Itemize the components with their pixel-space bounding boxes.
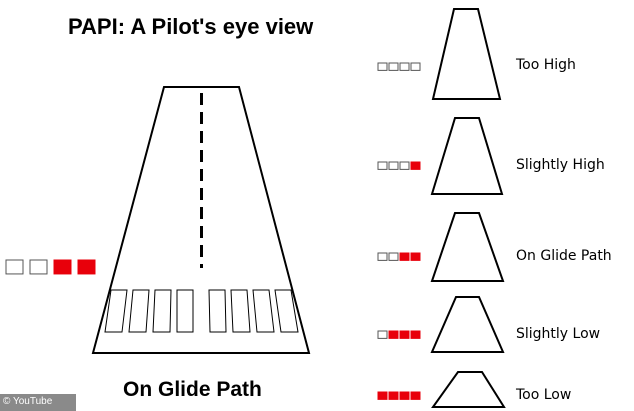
- threshold-bar: [230, 289, 251, 333]
- state-2-papi-light-2: [388, 161, 399, 170]
- state-3-papi-light-2: [388, 252, 399, 261]
- diagram-title: PAPI: A Pilot's eye view: [68, 14, 314, 39]
- watermark-text: © YouTube: [3, 396, 53, 407]
- state-label-slightly-high: Slightly High: [516, 157, 605, 173]
- state-1-papi-light-1: [377, 62, 388, 71]
- main-runway-outline: [91, 86, 311, 354]
- main-papi-lights: [5, 259, 96, 275]
- runway-on-glide-path: [430, 212, 505, 282]
- state-1-papi-light-2: [388, 62, 399, 71]
- state-4-papi-light-4: [410, 330, 421, 339]
- main-papi-light-2: [29, 259, 48, 275]
- state-3-papi-light-1: [377, 252, 388, 261]
- watermark-background: [0, 394, 76, 411]
- state-5-papi-light-2: [388, 391, 399, 400]
- state-2-papi-light-4: [410, 161, 421, 170]
- state-4-papi-light-2: [388, 330, 399, 339]
- state-4-papi-light-1: [377, 330, 388, 339]
- state-label-on-glide-path: On Glide Path: [516, 248, 612, 264]
- runway-too-high: [431, 8, 502, 100]
- threshold-bar: [208, 289, 227, 333]
- main-papi-light-3: [53, 259, 72, 275]
- main-papi-light-4: [77, 259, 96, 275]
- state-label-slightly-low: Slightly Low: [516, 326, 601, 342]
- runway-slightly-high: [430, 117, 504, 195]
- threshold-bar: [152, 289, 172, 333]
- state-papi-lights: [377, 62, 421, 400]
- state-3-papi-light-4: [410, 252, 421, 261]
- state-runways: [430, 8, 506, 408]
- state-5-papi-light-1: [377, 391, 388, 400]
- state-4-papi-light-3: [399, 330, 410, 339]
- state-5-papi-light-3: [399, 391, 410, 400]
- state-5-papi-light-4: [410, 391, 421, 400]
- state-label-too-high: Too High: [516, 57, 576, 73]
- state-1-papi-light-4: [410, 62, 421, 71]
- runway-too-low: [431, 371, 506, 408]
- state-label-too-low: Too Low: [516, 387, 572, 403]
- state-3-papi-light-3: [399, 252, 410, 261]
- state-2-papi-light-3: [399, 161, 410, 170]
- main-papi-light-1: [5, 259, 24, 275]
- threshold-bar: [104, 289, 128, 333]
- threshold-bar: [176, 289, 194, 333]
- main-runway: [91, 86, 311, 354]
- state-2-papi-light-1: [377, 161, 388, 170]
- threshold-bar: [274, 289, 299, 333]
- threshold-bar: [252, 289, 275, 333]
- threshold-bar: [128, 289, 150, 333]
- runway-slightly-low: [430, 296, 505, 353]
- threshold-markings: [104, 289, 299, 333]
- state-1-papi-light-3: [399, 62, 410, 71]
- main-view-caption: On Glide Path: [123, 378, 262, 401]
